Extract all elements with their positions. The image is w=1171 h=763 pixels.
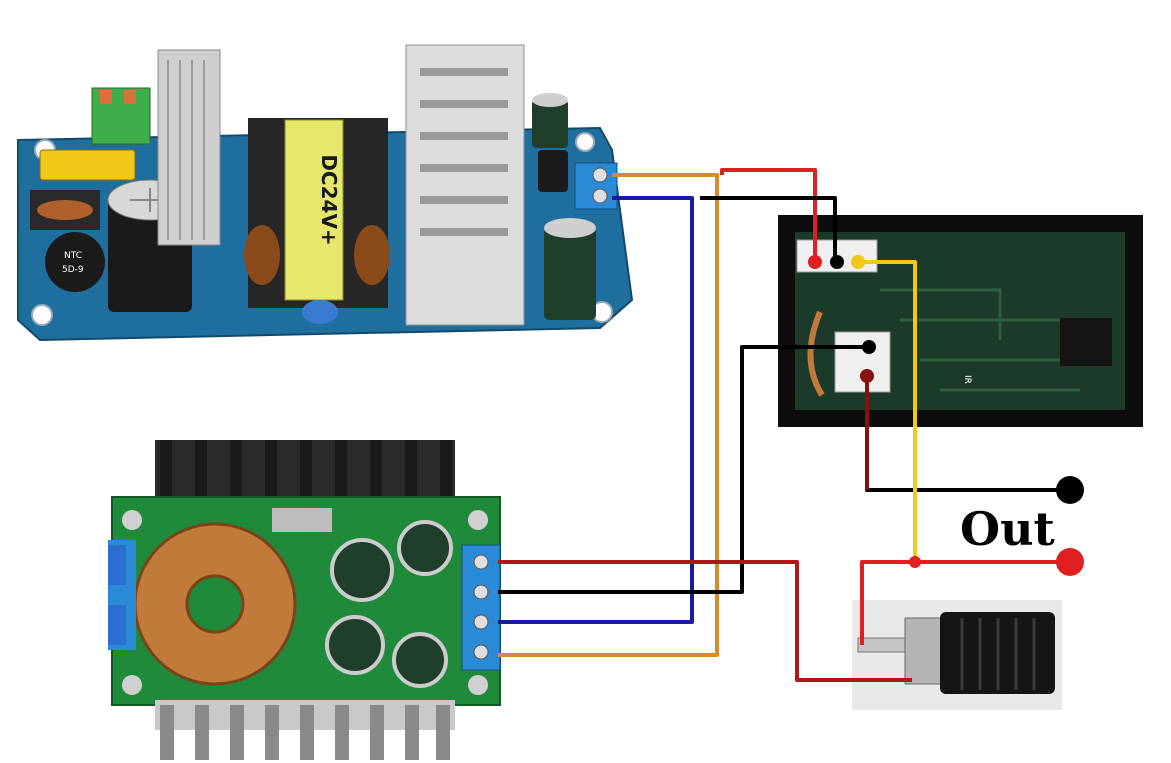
fin-slot [420, 196, 508, 204]
wire-output-positive [860, 560, 1070, 645]
buck-capacitor [397, 520, 453, 576]
ntc-thermistor [45, 232, 105, 292]
terminal-screw [100, 90, 112, 104]
fin [265, 440, 277, 500]
meter-module: IR [778, 215, 1143, 427]
buck-heatsink-bottom-fins [160, 705, 450, 760]
buck-mount-hole [122, 675, 142, 695]
transformer-winding [354, 225, 390, 285]
wire-buck-positive-darkred [498, 560, 912, 682]
ir-marking: IR [962, 375, 972, 384]
fin-slot [420, 132, 508, 140]
terminal-screw [124, 90, 136, 104]
fin [265, 705, 279, 760]
meter-shunt-pin-black [862, 340, 876, 354]
buck-mount-hole [468, 675, 488, 695]
heatsink-fins [167, 60, 205, 240]
capacitor-top [544, 218, 596, 238]
wires [498, 168, 1070, 682]
psu-fuse [39, 149, 136, 181]
buck-regulator-ic [272, 508, 332, 532]
buck-capacitor [325, 615, 385, 675]
fin [160, 705, 174, 760]
wire-sense-yellow [858, 260, 917, 562]
y-capacitor [302, 300, 338, 324]
output-negative-terminal[interactable] [1056, 476, 1084, 504]
psu-output-capacitor [532, 100, 568, 148]
fuse-holder [852, 600, 1062, 710]
wire-buck-negative-black [498, 345, 870, 594]
output-positive-terminal[interactable] [1056, 548, 1084, 576]
transformer-marking: DC24V+ [317, 154, 341, 245]
fin [230, 705, 244, 760]
fin [405, 440, 417, 500]
terminal-screw [473, 614, 489, 630]
fin [160, 440, 172, 500]
terminal-screw [473, 644, 489, 660]
meter-shunt-pin-darkred [860, 369, 874, 383]
transformer-winding [244, 225, 280, 285]
fin [195, 705, 209, 760]
meter-shunt-wire [807, 310, 825, 397]
terminal-screw [473, 554, 489, 570]
terminal-screw [592, 188, 608, 204]
fuse-holder-tab [857, 637, 911, 653]
psu-output-capacitor [544, 228, 596, 320]
toroid-core [185, 574, 245, 634]
fin [335, 705, 349, 760]
wire-psu-negative-blue [498, 196, 694, 624]
buck-capacitor [392, 632, 448, 688]
buck-capacitor [330, 538, 394, 602]
fin [370, 705, 384, 760]
terminal-screw [592, 167, 608, 183]
fin-slot [420, 100, 508, 108]
fin-slot [420, 68, 508, 76]
fin [195, 440, 207, 500]
trace [880, 288, 1002, 340]
buck-mount-hole [122, 510, 142, 530]
psu-output-capacitor [538, 150, 568, 192]
junction-red [909, 556, 921, 568]
coil-winding [37, 200, 93, 220]
psu-mount-hole [31, 304, 53, 326]
heatsink-fin-slots [420, 68, 508, 236]
wire-meter-ground-black [700, 196, 837, 262]
fin [300, 440, 312, 500]
wire-meter-power-red [720, 168, 817, 262]
ntc-marking-2: 5D-9 [62, 265, 84, 275]
ntc-marking: NTC [64, 251, 82, 261]
buck-mount-hole [468, 510, 488, 530]
fin [370, 440, 382, 500]
fin [300, 705, 314, 760]
psu-heatsink-right [405, 44, 525, 326]
buck-converter-module [108, 440, 501, 760]
buck-heatsink-top-fins [160, 440, 452, 500]
fin-slot [420, 164, 508, 172]
fin [436, 705, 450, 760]
fin [230, 440, 242, 500]
meter-ic-chip [1060, 318, 1112, 366]
fin [405, 705, 419, 760]
buck-trim-potentiometer [108, 605, 126, 645]
meter-pin-red [808, 255, 822, 269]
wire-junctions [808, 255, 921, 568]
output-label: Out [960, 502, 1056, 556]
fin-slot [420, 228, 508, 236]
fin [440, 440, 452, 500]
meter-pin-yellow [851, 255, 865, 269]
transformer-bobbin [284, 119, 344, 301]
psu-mount-hole [575, 132, 595, 152]
capacitor-top [532, 93, 568, 107]
terminal-screw [473, 584, 489, 600]
fuse-cap-ribs [960, 618, 1036, 690]
fin [335, 440, 347, 500]
fuse-holder-nut [904, 617, 944, 685]
meter-pin-black [830, 255, 844, 269]
meter-connector-shunt [834, 331, 891, 393]
buck-trim-potentiometer [108, 545, 126, 585]
wire-psu-positive-orange [498, 173, 719, 657]
power-supply-module: NTC 5D-9 DC24V+ [17, 44, 634, 342]
